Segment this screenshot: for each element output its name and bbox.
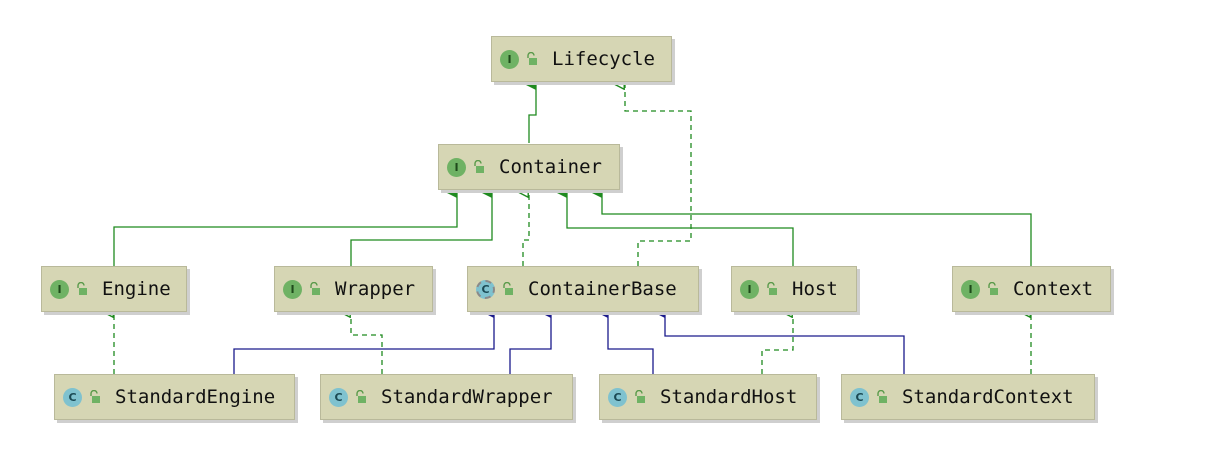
unlocked-icon <box>527 52 537 65</box>
edge-standardcontext-containerbase <box>653 306 905 374</box>
edge-standardwrapper-containerbase <box>509 306 552 374</box>
edge-standardengine-containerbase <box>233 306 495 374</box>
unlocked-icon <box>635 390 645 403</box>
unlocked-icon <box>356 390 366 403</box>
node-label: StandardEngine <box>115 386 276 408</box>
interface-icon: I <box>961 279 980 299</box>
edge-standardhost-host <box>761 312 794 374</box>
unlocked-icon <box>767 282 777 295</box>
edge-context-container <box>590 186 1032 266</box>
unlocked-icon <box>988 282 998 295</box>
node-standardwrapper[interactable]: C StandardWrapper <box>320 374 573 420</box>
edge-containerbase-lifecycle <box>625 84 692 266</box>
class-icon: C <box>608 387 627 407</box>
node-label: Lifecycle <box>552 48 655 70</box>
unlocked-icon <box>90 390 100 403</box>
edge-standardhost-containerbase <box>596 306 654 374</box>
node-label: Host <box>792 278 838 300</box>
node-standardengine[interactable]: C StandardEngine <box>54 374 295 420</box>
edge-host-container <box>555 186 794 266</box>
class-icon: C <box>329 387 348 407</box>
node-label: Container <box>499 156 602 178</box>
abstract-class-icon: C <box>476 279 495 299</box>
node-label: Context <box>1013 278 1094 300</box>
unlocked-icon <box>503 282 513 295</box>
edge-standardwrapper-wrapper <box>351 312 383 374</box>
node-standardhost[interactable]: C StandardHost <box>599 374 817 420</box>
node-label: Engine <box>102 278 171 300</box>
interface-icon: I <box>500 49 519 69</box>
interface-icon: I <box>740 279 759 299</box>
interface-icon: I <box>50 279 69 299</box>
edge-containerbase-container <box>523 192 530 266</box>
interface-icon: I <box>447 157 466 177</box>
unlocked-icon <box>474 160 484 173</box>
node-wrapper[interactable]: I Wrapper <box>274 266 433 312</box>
class-icon: C <box>63 387 82 407</box>
node-host[interactable]: I Host <box>731 266 857 312</box>
node-label: StandardWrapper <box>381 386 553 408</box>
node-label: StandardContext <box>902 386 1074 408</box>
unlocked-icon <box>310 282 320 295</box>
edge-wrapper-container <box>350 186 493 266</box>
unlocked-icon <box>77 282 87 295</box>
edge-engine-container <box>113 186 458 266</box>
node-standardcontext[interactable]: C StandardContext <box>841 374 1095 420</box>
interface-icon: I <box>283 279 302 299</box>
edge-container-lifecycle <box>524 78 537 143</box>
class-icon: C <box>850 387 869 407</box>
node-lifecycle[interactable]: I Lifecycle <box>491 36 672 82</box>
node-engine[interactable]: I Engine <box>41 266 187 312</box>
node-containerbase[interactable]: C ContainerBase <box>467 266 699 312</box>
node-label: StandardHost <box>660 386 798 408</box>
node-container[interactable]: I Container <box>438 144 620 190</box>
node-context[interactable]: I Context <box>952 266 1111 312</box>
node-label: Wrapper <box>335 278 416 300</box>
unlocked-icon <box>877 390 887 403</box>
node-label: ContainerBase <box>528 278 677 300</box>
